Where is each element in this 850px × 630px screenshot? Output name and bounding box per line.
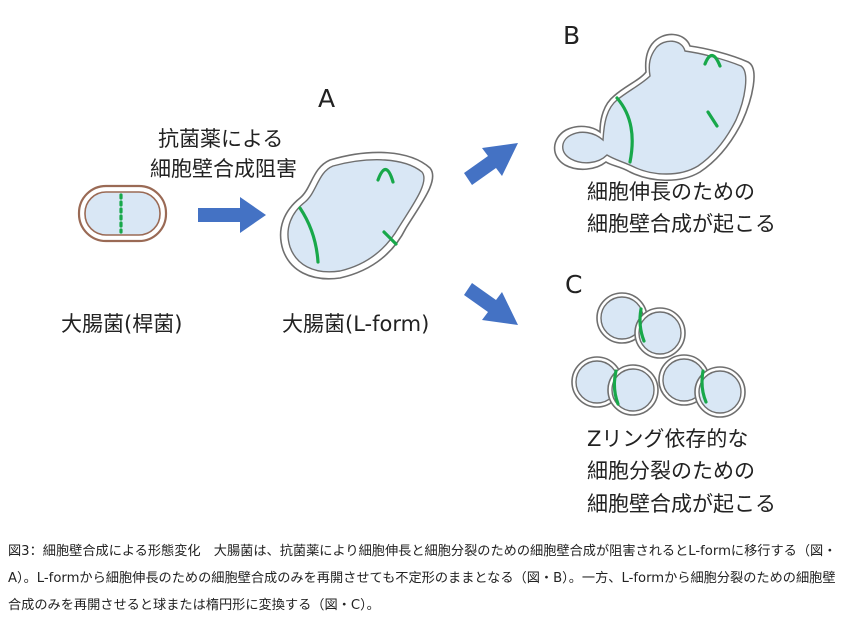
cell-c-pair-1	[596, 292, 686, 359]
cell-b-wall-arc	[703, 53, 722, 68]
cell-b-wall-tick	[706, 110, 719, 128]
cell-b-wall-segment	[615, 96, 634, 164]
letter-c: C	[565, 270, 582, 299]
rod-label: 大腸菌(桿菌)	[61, 312, 182, 336]
rod-cell	[77, 184, 168, 243]
figure-caption: 図3：細胞壁合成による形態変化 大腸菌は、抗菌薬により細胞伸長と細胞分裂のための…	[8, 544, 837, 613]
lform-wall-segment	[298, 206, 320, 264]
arrow-to-b	[464, 143, 518, 185]
lform-wall-tick	[382, 230, 398, 246]
letter-a: A	[318, 84, 335, 113]
letter-b: B	[563, 21, 580, 50]
lform-cell	[279, 151, 434, 280]
cell-c-ring-2	[612, 369, 620, 406]
treatment-line2: 細胞壁合成阻害	[150, 157, 297, 181]
c-line1: Zリング依存的な	[587, 427, 748, 451]
lform-wall-arc	[376, 167, 395, 184]
c-line3: 細胞壁合成が起こる	[587, 492, 776, 516]
cell-c-ring-3	[700, 369, 708, 404]
cell-c-pair-3	[658, 354, 746, 418]
cell-b	[553, 33, 755, 182]
treatment-line1: 抗菌薬による	[158, 127, 283, 151]
cell-c-pair-2	[571, 356, 659, 416]
lform-label: 大腸菌(L-form)	[282, 312, 429, 336]
b-line2: 細胞壁合成が起こる	[587, 212, 776, 236]
arrow-to-lform	[198, 197, 266, 233]
c-line2: 細胞分裂のための	[587, 459, 755, 483]
b-line1: 細胞伸長のための	[587, 180, 755, 204]
arrow-to-c	[464, 283, 518, 325]
cell-c-ring-1	[638, 307, 646, 343]
